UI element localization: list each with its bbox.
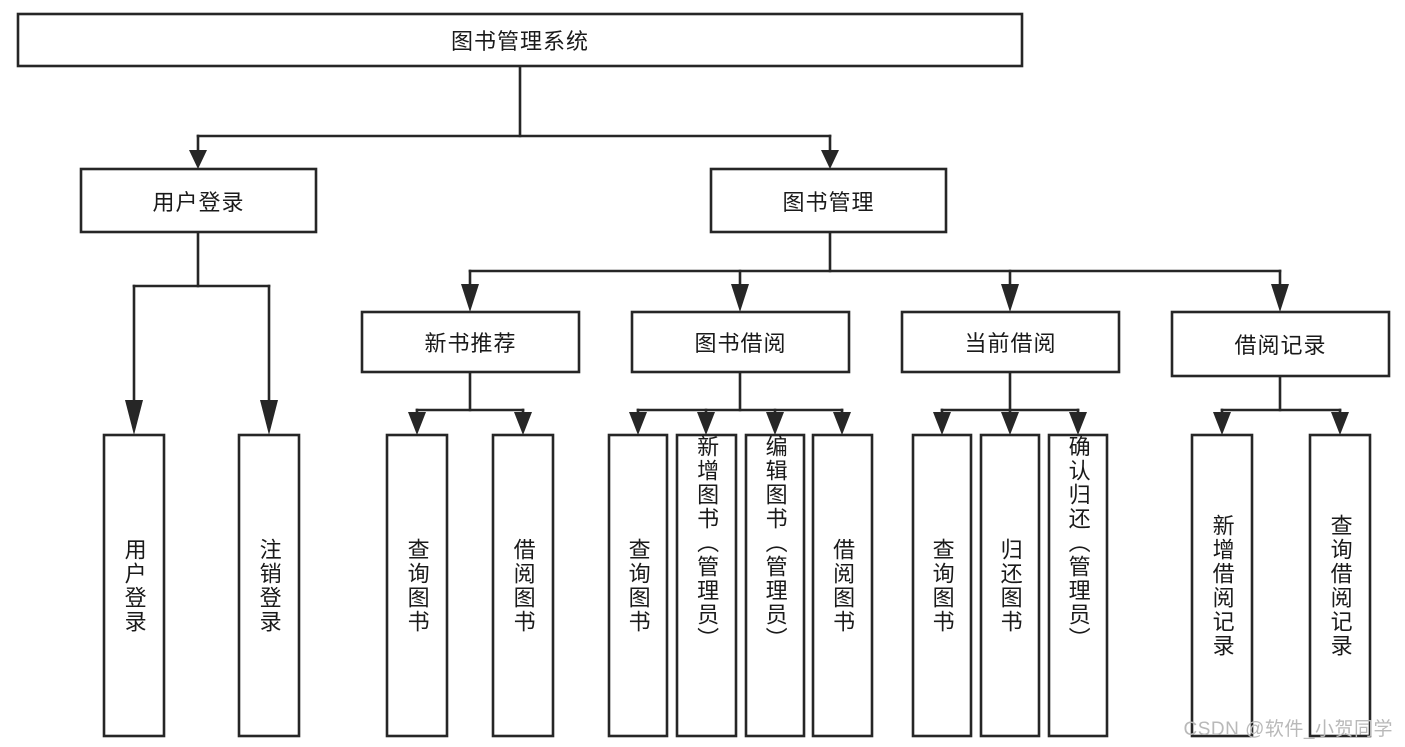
node-borrow-record[interactable] — [1170, 310, 1391, 378]
node-new-book-recommend[interactable] — [360, 310, 581, 374]
node-book-manage[interactable] — [709, 167, 948, 234]
arrow-head-leaf-user-login — [125, 400, 143, 435]
arrow-head-leaf-add-record — [1213, 412, 1231, 435]
arrow-head-leaf-logout — [260, 400, 278, 435]
node-leaf-user-login[interactable] — [102, 433, 166, 738]
node-leaf-edit-book[interactable] — [744, 433, 806, 738]
arrow-head-leaf-confirm-return — [1069, 412, 1087, 435]
node-leaf-confirm-return[interactable] — [1047, 433, 1109, 738]
node-leaf-return-book[interactable] — [979, 433, 1041, 738]
node-leaf-query-book-2[interactable] — [607, 433, 669, 738]
arrow-head-book-manage — [821, 150, 839, 169]
node-leaf-query-record[interactable] — [1308, 433, 1372, 738]
arrow-head-leaf-query-book-3 — [933, 412, 951, 435]
node-rect-group — [16, 12, 1391, 738]
arrow-head-leaf-edit-book — [766, 412, 784, 435]
node-book-borrow[interactable] — [630, 310, 851, 374]
arrow-head-leaf-borrow-book-1 — [514, 412, 532, 435]
watermark-text: CSDN @软件_小贺同学 — [1183, 719, 1393, 740]
node-leaf-add-record[interactable] — [1190, 433, 1254, 738]
node-leaf-borrow-book-1[interactable] — [491, 433, 555, 738]
node-root[interactable] — [16, 12, 1024, 68]
node-current-borrow[interactable] — [900, 310, 1121, 374]
arrow-head-leaf-return-book — [1001, 412, 1019, 435]
node-leaf-borrow-book-2[interactable] — [811, 433, 874, 738]
arrow-head-new-book-recommend — [461, 284, 479, 312]
node-leaf-add-book[interactable] — [675, 433, 738, 738]
arrow-head-leaf-borrow-book-2 — [833, 412, 851, 435]
arrow-head-leaf-query-book-1 — [408, 412, 426, 435]
node-leaf-query-book-1[interactable] — [385, 433, 449, 738]
node-leaf-logout[interactable] — [237, 433, 301, 738]
arrow-head-current-borrow — [1001, 284, 1019, 312]
arrow-head-book-borrow — [731, 284, 749, 312]
arrow-head-leaf-query-book-2 — [629, 412, 647, 435]
node-leaf-query-book-3[interactable] — [911, 433, 973, 738]
connector-group — [125, 64, 1349, 435]
arrow-head-user-login — [189, 150, 207, 169]
arrow-head-leaf-add-book — [697, 412, 715, 435]
node-user-login[interactable] — [79, 167, 318, 234]
arrow-head-leaf-query-record — [1331, 412, 1349, 435]
arrow-head-borrow-record — [1271, 284, 1289, 312]
